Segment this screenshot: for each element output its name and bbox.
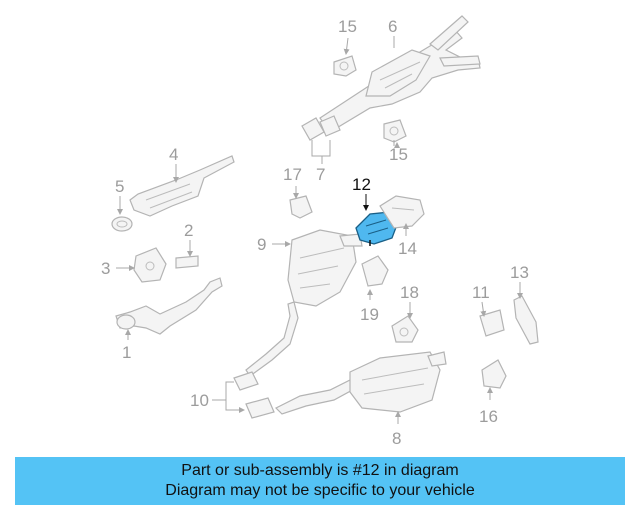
callout-15-top: 15	[338, 17, 357, 36]
part-1-front-pipe	[115, 277, 223, 335]
callout-7: 7	[316, 165, 325, 184]
part-4-catalytic-converter	[129, 155, 235, 217]
part-19-bracket	[361, 255, 389, 287]
callout-6: 6	[388, 17, 397, 36]
callout-8: 8	[392, 429, 401, 448]
part-13-bracket	[513, 295, 539, 345]
part-18-hanger	[391, 315, 419, 343]
callouts: 15 6 15 7 17 4 5 2 3 1 9 12 14 19 18 11 …	[101, 17, 529, 448]
callout-3: 3	[101, 259, 110, 278]
part-12-heat-shield	[355, 211, 399, 246]
part-17-hanger	[289, 195, 313, 219]
callout-5: 5	[115, 177, 124, 196]
part-8-rear-muffler	[274, 351, 447, 415]
part-9-center-muffler	[245, 229, 363, 377]
callout-16: 16	[479, 407, 498, 426]
callout-15-lower: 15	[389, 145, 408, 164]
part-2-clip	[175, 255, 199, 269]
part-10-clamps	[233, 371, 275, 419]
callout-18: 18	[400, 283, 419, 302]
banner-line-1: Part or sub-assembly is #12 in diagram	[181, 462, 459, 479]
part-16-hanger	[481, 359, 507, 389]
banner-line-2: Diagram may not be specific to your vehi…	[165, 482, 475, 499]
callout-19: 19	[360, 305, 379, 324]
part-6-rear-pipe	[319, 15, 481, 133]
callout-1: 1	[122, 343, 131, 362]
info-banner: Part or sub-assembly is #12 in diagram D…	[15, 457, 625, 505]
callout-9: 9	[257, 235, 266, 254]
callout-14: 14	[398, 239, 417, 258]
callout-10: 10	[190, 391, 209, 410]
part-14-shield	[379, 195, 425, 229]
part-15-hanger-top	[333, 55, 357, 77]
callout-17: 17	[283, 165, 302, 184]
part-5-gasket	[111, 216, 133, 232]
callout-2: 2	[184, 221, 193, 240]
leader-lines	[116, 36, 523, 424]
callout-4: 4	[169, 145, 178, 164]
part-7-clamps	[301, 115, 341, 141]
callout-11: 11	[472, 283, 490, 302]
callout-12: 12	[352, 175, 371, 194]
callout-13: 13	[510, 263, 529, 282]
part-3-bracket	[133, 247, 167, 283]
part-15-hanger-lower	[383, 119, 407, 143]
